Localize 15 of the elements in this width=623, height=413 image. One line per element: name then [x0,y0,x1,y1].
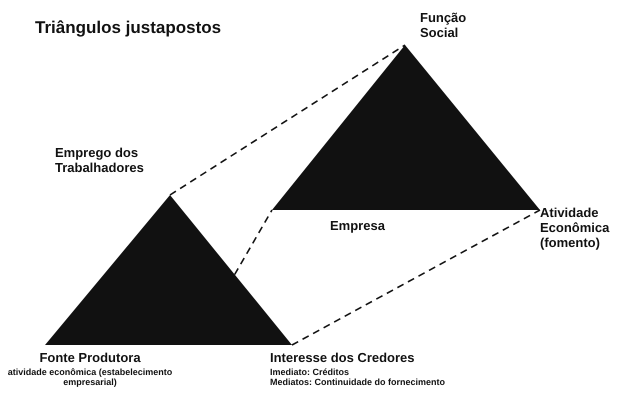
title: Triângulos justapostos [35,20,222,35]
dashed-line [170,44,406,196]
vertex-label: Interesse dos Credores [270,350,416,365]
triangle-shape [272,45,540,210]
triangle-shape [45,195,292,345]
vertex-note: Mediatos: Continuidade do fornecimento [270,377,446,387]
vertex-note: Imediato: Créditos [270,367,350,377]
vertex-label: Atividade Econômica (fomento) [540,205,610,250]
vertex-note: atividade econômica (estabelecimento empresarial) [6,367,174,387]
vertex-label: Emprego dos Trabalhadores [55,145,145,175]
vertex-label: Fonte Produtora [38,350,142,365]
dashed-line [292,209,540,346]
vertex-label: Função Social [420,10,468,40]
dashed-line [234,210,273,275]
vertex-label: Empresa [330,218,386,233]
